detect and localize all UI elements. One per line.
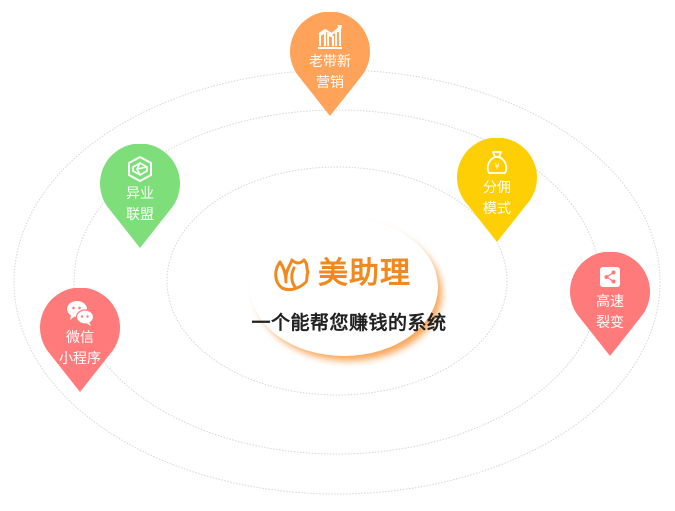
svg-text:¥: ¥ [494,162,499,171]
hexagon-cube-icon [128,155,152,183]
pin-label-line1: 分佣 [483,180,511,196]
growth-chart-icon [318,25,342,49]
pin-commission-model[interactable]: ¥ 分佣 模式 [457,138,537,242]
flower-logo-icon [274,258,310,292]
pin-label-line2: 模式 [483,201,511,217]
pin-label-line2: 营销 [316,75,344,91]
money-bag-icon: ¥ [486,151,508,174]
pin-shape [457,138,537,242]
wechat-icon [67,301,95,326]
pin-old-new-marketing[interactable]: 老带新 营销 [290,12,370,116]
pin-wechat-mini-program[interactable]: 微信 小程序 [40,288,120,392]
pin-label-line2: 裂变 [596,315,624,331]
pin-shape [290,12,370,116]
pin-label-line1: 异业 [126,186,154,202]
pin-label-line2: 联盟 [126,207,154,223]
inner-ring [166,166,508,396]
brand-name: 美助理 [318,256,411,291]
outer-ring [13,69,661,495]
brand-logo: 美助理 [272,254,422,294]
tagline: 一个能帮您赚钱的系统 [251,312,447,334]
share-icon [600,267,620,287]
pin-shape [40,288,120,392]
pin-shape [100,144,180,248]
pin-label-line1: 微信 [66,330,94,346]
pin-shape [570,252,650,356]
pin-fast-fission[interactable]: 高速 裂变 [570,252,650,356]
pin-cross-industry-alliance[interactable]: 异业 联盟 [100,144,180,248]
pin-label-line1: 高速 [596,294,624,310]
pin-label-line1: 老带新 [309,54,351,70]
pin-label-line2: 小程序 [59,351,101,367]
